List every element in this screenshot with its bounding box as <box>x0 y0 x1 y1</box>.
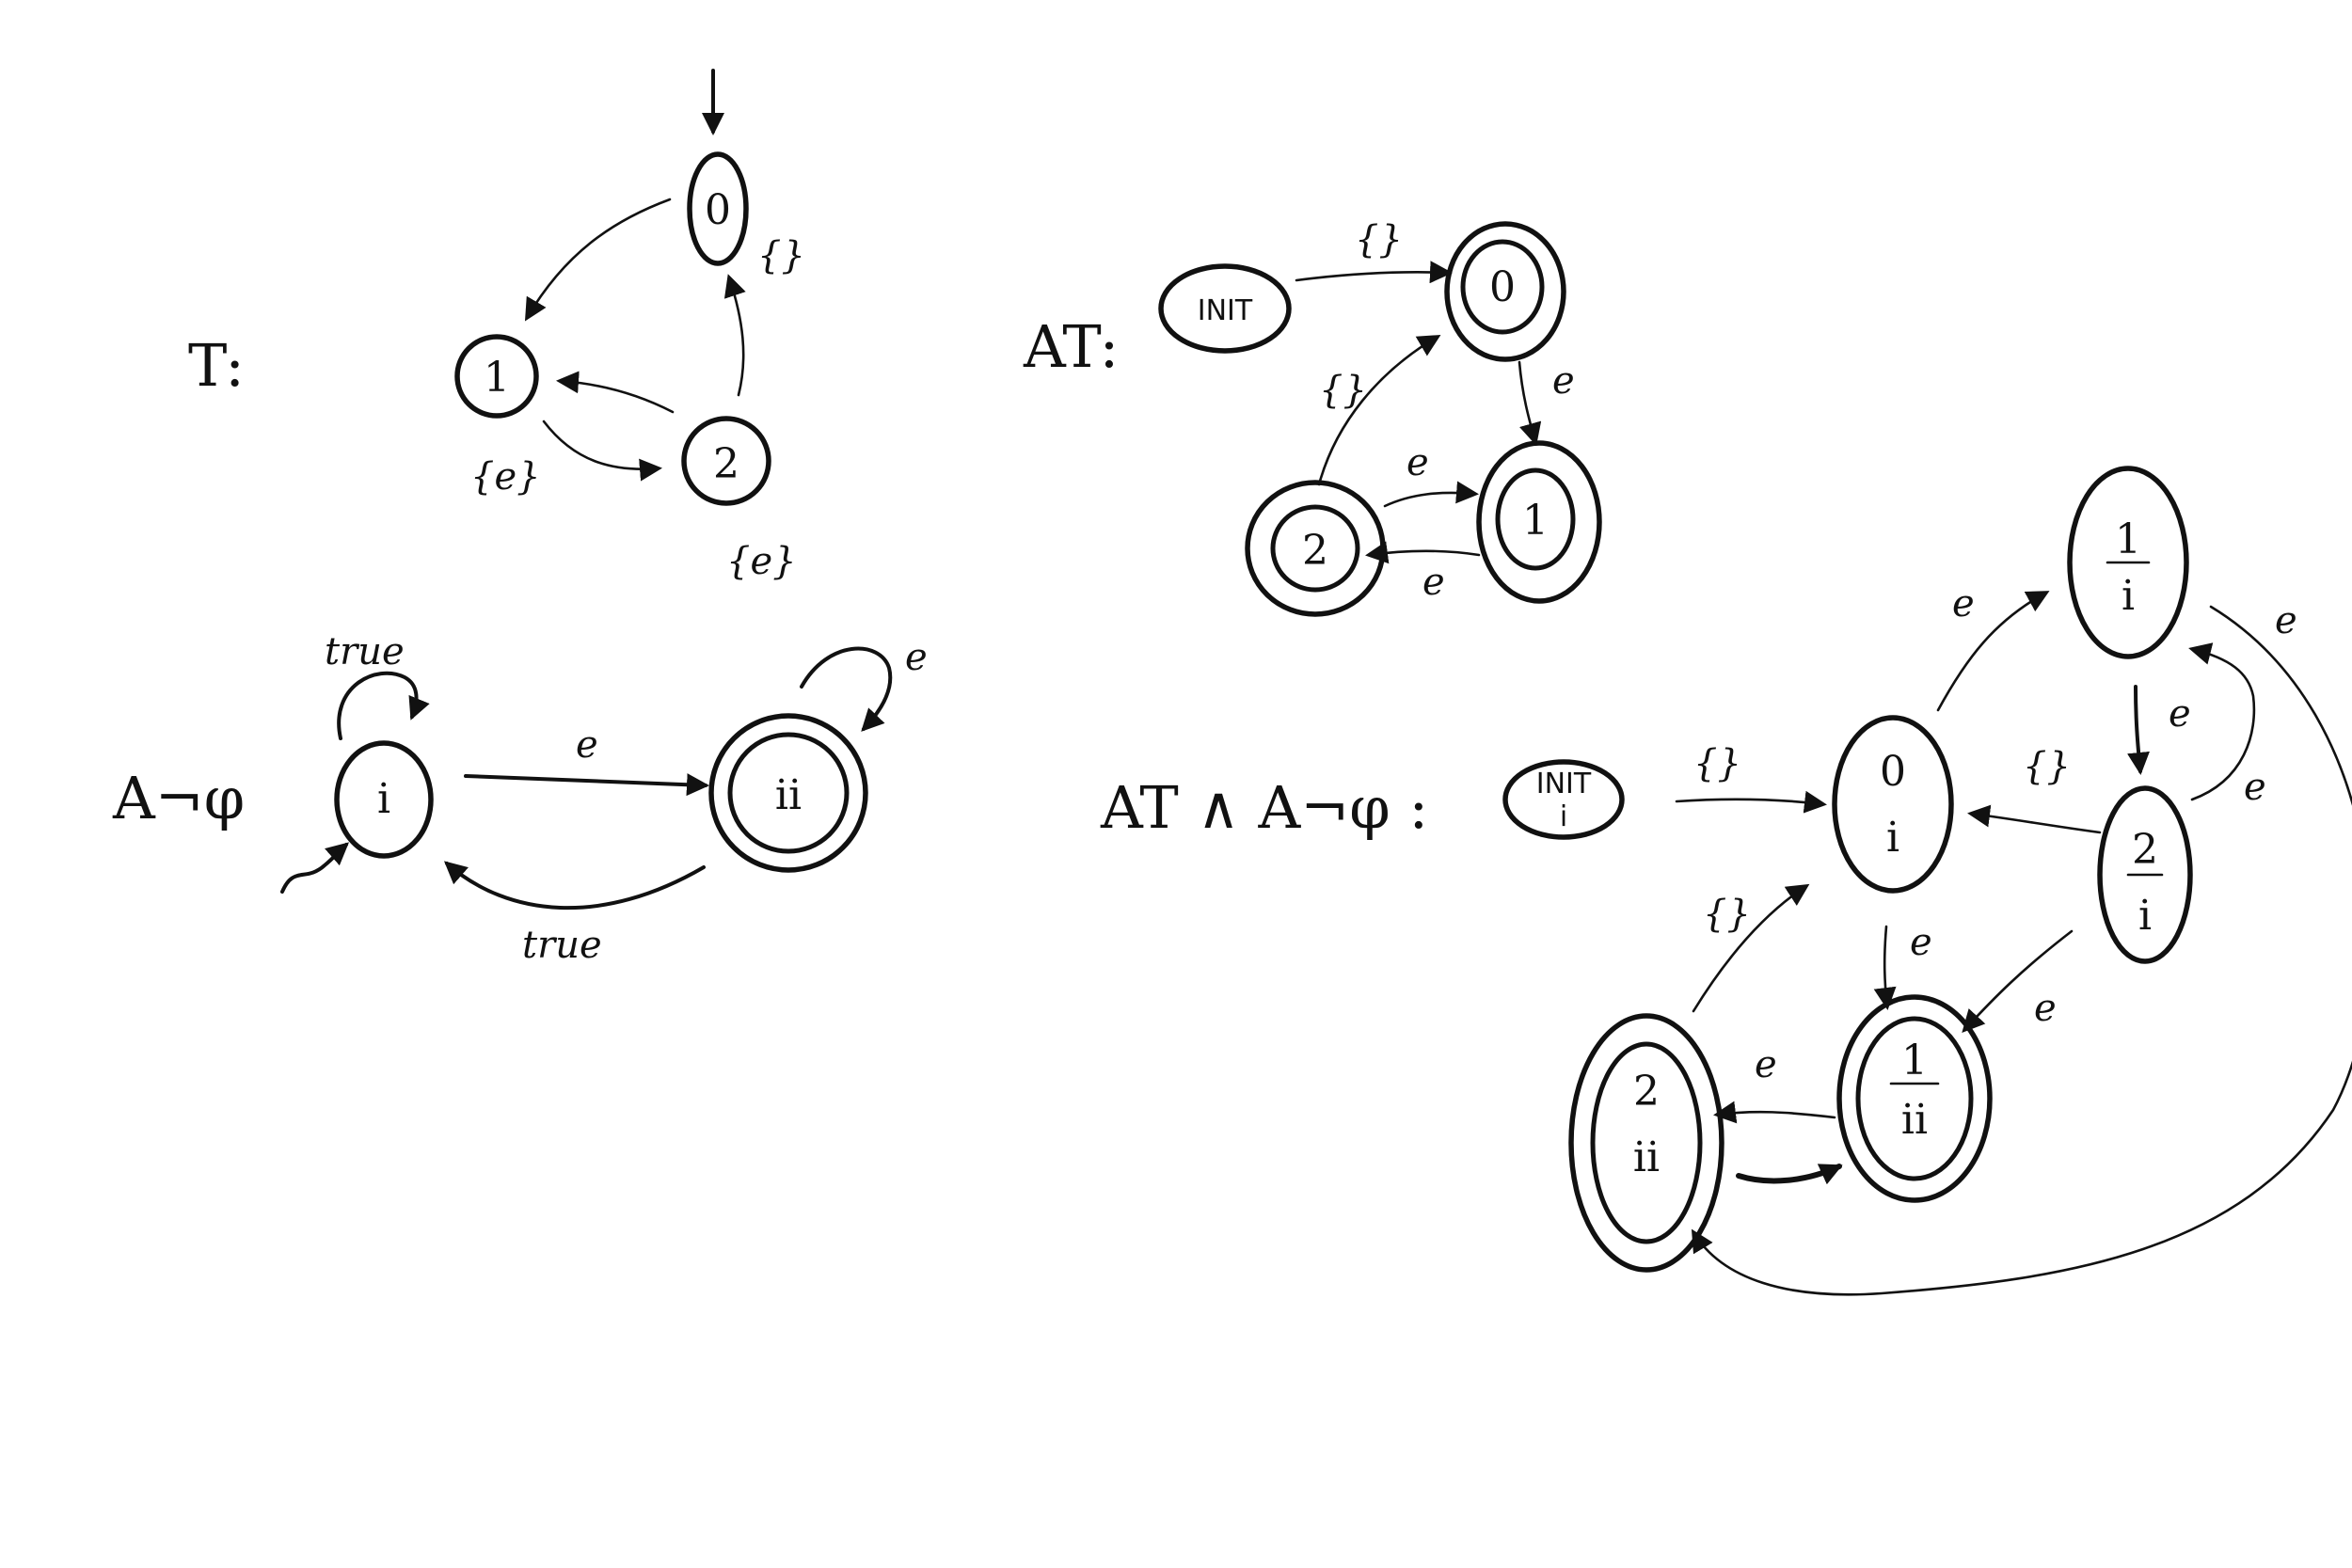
diagram-product-title: AT ∧ A¬φ : <box>1100 773 1428 842</box>
diagram-at-title: AT: <box>1023 312 1119 381</box>
product-edge-2i-1i-label: e <box>2244 766 2266 809</box>
at-state-2-label: 2 <box>1302 527 1328 575</box>
aphi-edge-ii-self-label: e <box>905 636 928 679</box>
diagram-product: AT ∧ A¬φ : INIT i 0 i 1 i 2 i <box>1100 466 2352 1296</box>
product-edge-1i-2i-label: e <box>2169 692 2191 736</box>
product-edge-2i-1i <box>2188 642 2256 801</box>
product-edge-init-0i-label: {} <box>1693 742 1741 785</box>
product-state-init-bottom: i <box>1560 800 1567 833</box>
product-state-1ii-top: 1 <box>1901 1037 1928 1085</box>
diagram-aphi: A¬φ i ii true e e true <box>112 630 928 967</box>
at-edge-0-1-label: e <box>1552 359 1575 403</box>
product-edge-2i-1ii-label: e <box>2034 987 2057 1030</box>
at-state-2[interactable]: 2 <box>1245 480 1386 617</box>
product-edge-2i-1ii <box>1962 929 2074 1033</box>
product-state-1i-top: 1 <box>2115 515 2141 563</box>
product-edge-1i-2ii <box>1691 605 2352 1296</box>
product-edge-init-0i <box>1675 790 1827 814</box>
t-state-1-label: 1 <box>484 354 510 402</box>
diagram-at: AT: INIT 0 1 2 {} e e <box>1023 218 1602 617</box>
product-state-1ii-bottom: ii <box>1901 1096 1928 1144</box>
product-edge-0i-1i-label: e <box>1952 582 1975 626</box>
product-state-0i[interactable]: 0 i <box>1832 715 1954 894</box>
product-state-2i-top: 2 <box>2132 826 2158 874</box>
t-state-0-label: 0 <box>705 186 731 234</box>
at-edge-0-1 <box>1518 360 1542 446</box>
product-edge-2i-0i <box>1967 804 2102 834</box>
at-state-0-label: 0 <box>1489 263 1516 311</box>
at-state-init-label: INIT <box>1198 294 1253 327</box>
at-state-1-label: 1 <box>1522 497 1549 545</box>
t-edge-2-0 <box>723 274 746 397</box>
at-state-0[interactable]: 0 <box>1444 221 1566 362</box>
product-state-2i[interactable]: 2 i <box>2097 785 2193 964</box>
product-state-0i-top: 0 <box>1880 748 1906 796</box>
aphi-edge-ii-i <box>443 861 706 911</box>
t-edge-1-2 <box>542 420 662 482</box>
aphi-state-i[interactable]: i <box>334 740 434 859</box>
at-edge-2-1-label: e <box>1406 441 1429 484</box>
product-edge-0i-1i <box>1936 591 2050 712</box>
product-state-init-top: INIT <box>1536 768 1592 800</box>
aphi-edge-i-self <box>337 671 430 740</box>
product-state-2i-bottom: i <box>2138 892 2152 940</box>
product-edge-2i-0i-label: {} <box>2023 745 2071 788</box>
product-edge-2ii-0i-label: {} <box>1703 893 1751 936</box>
product-edge-2ii-1ii <box>1736 1164 1843 1185</box>
product-edge-1i-2i <box>2127 685 2150 775</box>
product-state-1i-bottom: i <box>2122 572 2135 620</box>
aphi-edge-i-ii <box>464 773 709 797</box>
product-edge-1ii-2ii <box>1713 1101 1836 1124</box>
aphi-state-ii[interactable]: ii <box>708 713 868 873</box>
product-edge-0i-1ii <box>1873 925 1897 1010</box>
at-edge-1-2-label: e <box>1422 561 1445 604</box>
product-state-1i[interactable]: 1 i <box>2067 466 2189 659</box>
product-state-2ii-top: 2 <box>1633 1068 1660 1116</box>
at-state-init[interactable]: INIT <box>1158 263 1292 354</box>
aphi-state-ii-label: ii <box>775 771 802 819</box>
t-edge-0-1 <box>524 198 672 322</box>
t-state-2-label: 2 <box>713 440 739 488</box>
t-state-1-props: {e} <box>470 455 541 499</box>
at-edge-2-1 <box>1383 481 1479 508</box>
aphi-edge-ii-self <box>800 646 893 732</box>
product-state-2ii[interactable]: 2 ii <box>1568 1013 1724 1273</box>
t-edge-2-1 <box>556 371 675 414</box>
aphi-edge-i-ii-label: e <box>576 723 598 767</box>
product-state-init[interactable]: INIT i <box>1502 759 1625 840</box>
aphi-edge-ii-i-label: true <box>522 924 602 967</box>
t-state-0-props: {} <box>757 234 805 277</box>
diagram-aphi-title: A¬φ <box>112 764 245 832</box>
product-state-0i-bottom: i <box>1886 814 1899 862</box>
product-edge-2ii-0i <box>1692 883 1810 1013</box>
diagram-t-title: T: <box>188 331 245 400</box>
at-edge-2-0-label: {} <box>1319 369 1367 412</box>
product-state-1ii[interactable]: 1 ii <box>1836 994 1993 1203</box>
at-edge-2-0 <box>1317 334 1441 486</box>
at-edge-1-2 <box>1365 541 1481 564</box>
aphi-edge-i-self-label: true <box>325 630 405 673</box>
product-edge-0i-1ii-label: e <box>1910 921 1932 964</box>
at-edge-init-0-label: {} <box>1355 218 1403 261</box>
at-edge-init-0 <box>1295 261 1453 284</box>
product-edge-1ii-2ii-label: e <box>1755 1043 1777 1086</box>
at-state-1[interactable]: 1 <box>1476 440 1602 604</box>
product-edge-1i-2ii-label: e <box>2275 599 2297 642</box>
t-state-2[interactable]: 2 <box>681 416 771 506</box>
diagram-t: T: 0 {} 1 {e} 2 {e} <box>188 69 805 583</box>
aphi-state-i-label: i <box>377 775 390 823</box>
t-state-1[interactable]: 1 <box>454 334 539 419</box>
t-state-2-props: {e} <box>726 540 797 583</box>
t-state-0[interactable]: 0 <box>687 151 749 266</box>
aphi-initial-arrow <box>280 842 350 894</box>
product-state-2ii-bottom: ii <box>1633 1133 1660 1181</box>
